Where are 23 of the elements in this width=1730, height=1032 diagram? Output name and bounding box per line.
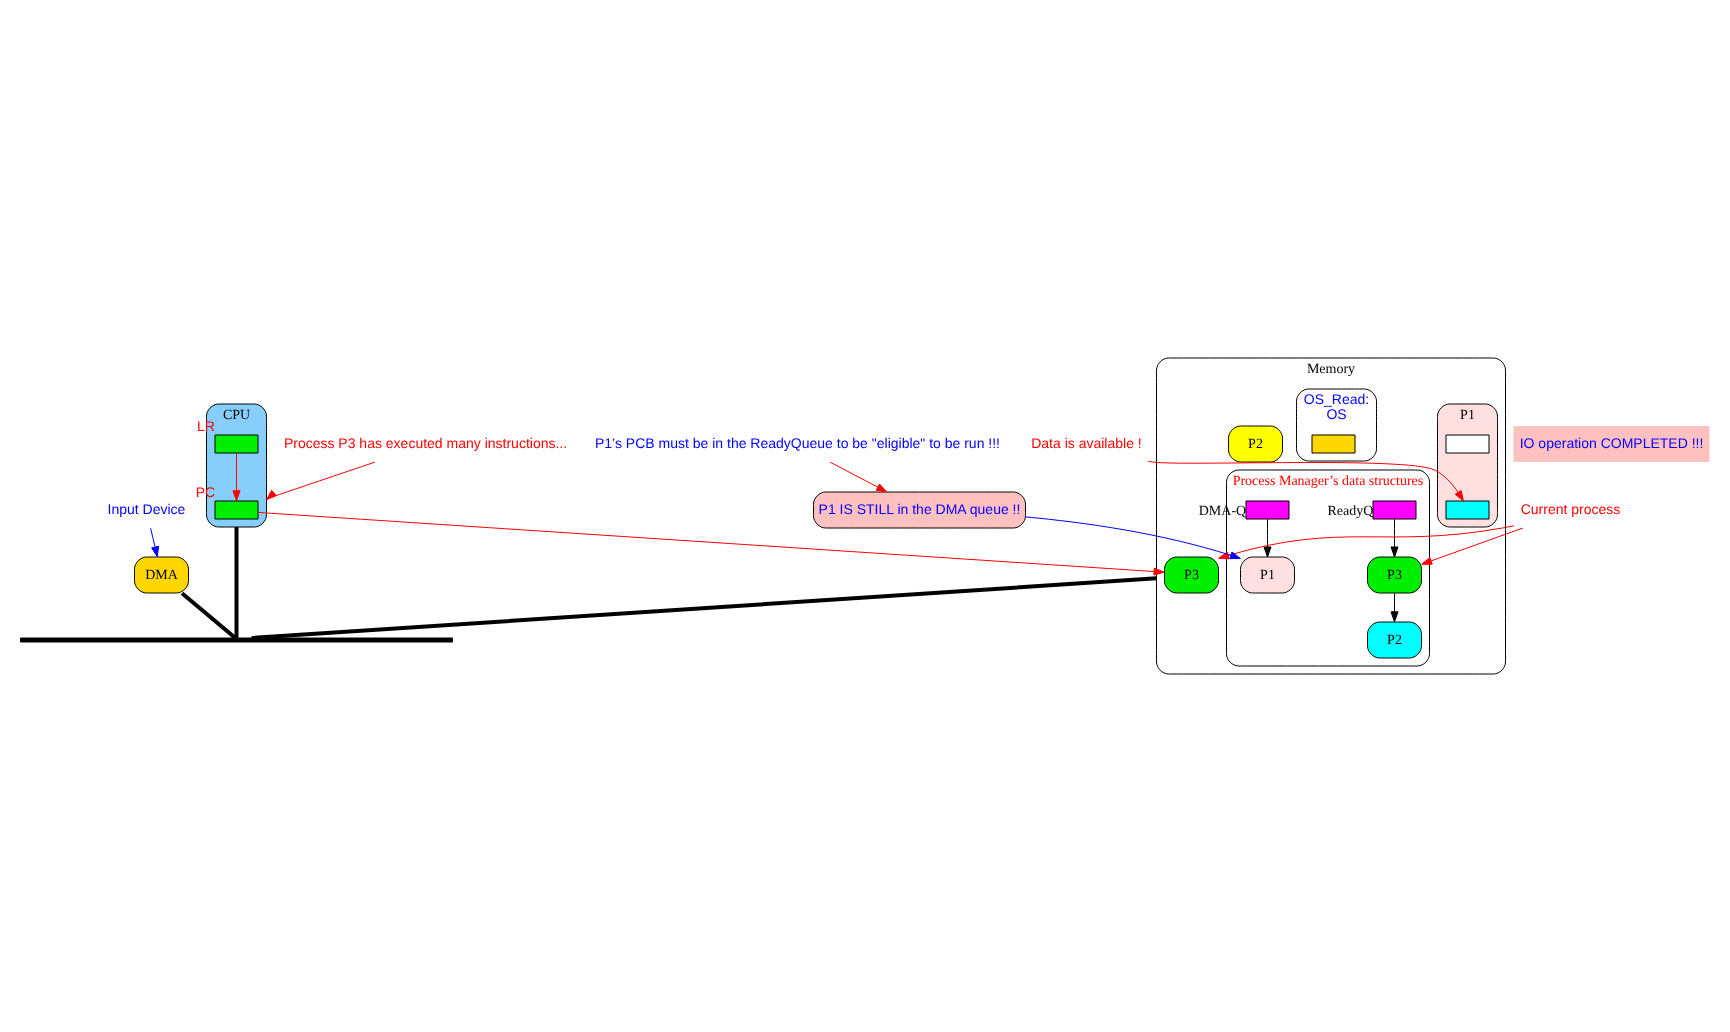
node-box [1445, 500, 1490, 520]
node-box [1245, 500, 1290, 520]
arrow [829, 461, 888, 493]
node-bar [20, 637, 453, 643]
arrow [150, 527, 159, 558]
arrow [1390, 592, 1399, 623]
node-box [1372, 500, 1417, 520]
arrow [1263, 518, 1272, 558]
arrow [1147, 460, 1464, 502]
arrow [232, 452, 241, 502]
arrow [1025, 516, 1241, 560]
node-box [214, 500, 259, 520]
arrow [1421, 527, 1524, 565]
node-box [1311, 434, 1356, 454]
connector [251, 576, 1157, 640]
connector [234, 527, 239, 638]
arrow [257, 511, 1165, 576]
arrow [266, 461, 376, 501]
node-box [1445, 434, 1490, 454]
arrow [1390, 518, 1399, 558]
arrow [1218, 525, 1515, 560]
node-box [214, 434, 259, 454]
connector [180, 591, 237, 640]
